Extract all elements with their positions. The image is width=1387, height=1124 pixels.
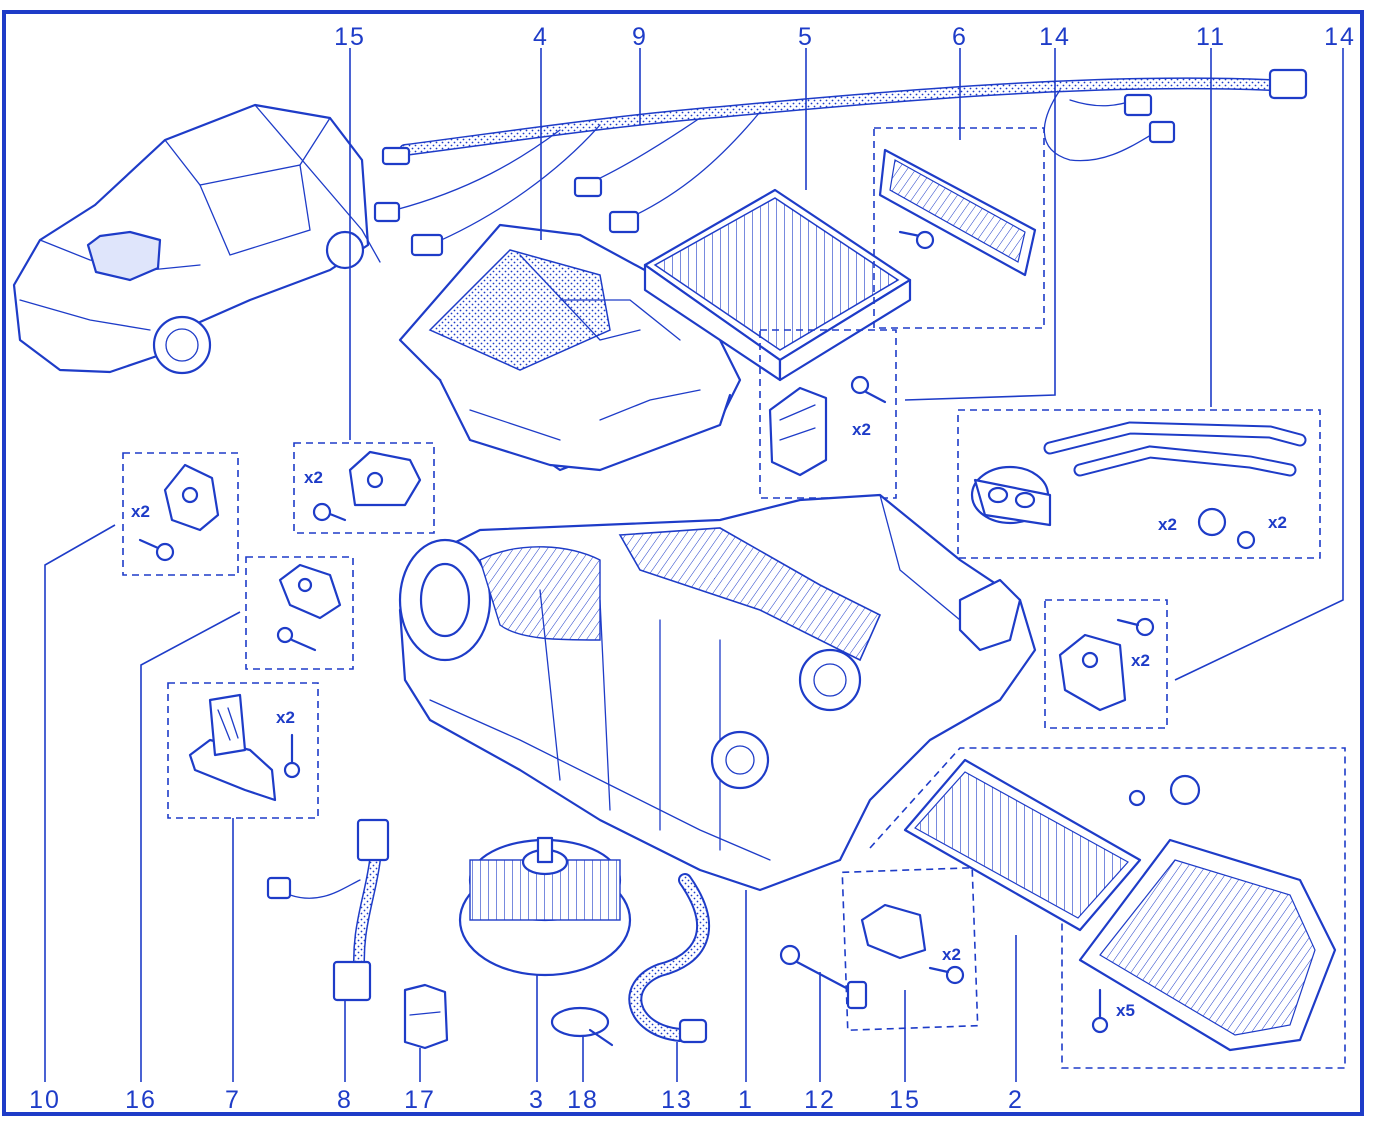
callout-16: 16 <box>125 1086 157 1114</box>
gear-icon <box>710 730 770 790</box>
heater-unit-location-highlight <box>86 230 162 282</box>
callout-14-top: 14 <box>1039 23 1071 51</box>
diagram-frame <box>2 10 1364 1116</box>
qty-part-2: x5 <box>1116 1001 1135 1020</box>
callout-1: 1 <box>738 1086 754 1114</box>
qty-part-15-bottom: x2 <box>942 945 961 964</box>
filter-cover-6 <box>873 127 1045 329</box>
quantity-labels: x2 x2 x2 x2 x2 x2 x2 x2 x5 <box>131 420 1287 1020</box>
heater-housing-1 <box>398 493 1037 892</box>
screw-icon <box>850 375 870 395</box>
leader-lines <box>44 48 1344 1082</box>
screw-icon <box>283 761 301 779</box>
callout-6: 6 <box>952 23 968 51</box>
callout-numbers-bottom: 10 16 7 8 17 3 18 13 1 12 15 2 <box>29 1086 1024 1114</box>
actuator-10 <box>122 452 239 576</box>
actuator-16 <box>245 556 354 670</box>
wiring-loom-8 <box>266 818 390 1002</box>
o-ring-icon <box>1128 789 1146 807</box>
screw-icon <box>898 230 935 250</box>
screw-icon <box>1091 1016 1109 1034</box>
car-locator-illustration <box>12 103 381 375</box>
probe-12 <box>779 944 868 1010</box>
qty-part-11-left: x2 <box>1158 515 1177 534</box>
callout-11: 11 <box>1196 23 1226 51</box>
qty-part-14-right: x2 <box>1131 651 1150 670</box>
actuator-15-top <box>293 442 435 534</box>
callout-8: 8 <box>337 1086 353 1114</box>
wiring-harness-9 <box>373 68 1308 257</box>
screw-icon <box>312 502 332 522</box>
actuator-15-bottom <box>841 866 979 1032</box>
callout-15-bottom: 15 <box>889 1086 921 1114</box>
callout-4: 4 <box>533 23 549 51</box>
callout-13: 13 <box>661 1086 693 1114</box>
screw-icon <box>1135 617 1155 637</box>
callout-5: 5 <box>798 23 814 51</box>
o-ring-icon <box>1236 530 1256 550</box>
callout-14-right: 14 <box>1324 23 1356 51</box>
callout-3: 3 <box>529 1086 545 1114</box>
qty-part-11-right: x2 <box>1268 513 1287 532</box>
temperature-sensor-18 <box>550 1006 614 1047</box>
callout-10: 10 <box>29 1086 61 1114</box>
qty-part-7: x2 <box>276 708 295 727</box>
screw-icon <box>276 626 294 644</box>
connector-17 <box>403 983 449 1050</box>
gear-icon <box>798 648 862 712</box>
screw-icon <box>155 542 175 562</box>
clip-icon <box>1169 774 1201 806</box>
callout-17: 17 <box>404 1086 436 1114</box>
callout-2: 2 <box>1008 1086 1024 1114</box>
drain-hose-13 <box>628 873 710 1044</box>
qty-part-10: x2 <box>131 502 150 521</box>
clip-icon <box>1197 507 1227 537</box>
qty-part-15-top: x2 <box>304 468 323 487</box>
callout-numbers-top: 15 4 9 5 6 14 11 14 <box>334 23 1356 51</box>
callout-18: 18 <box>567 1086 599 1114</box>
callout-7: 7 <box>225 1086 241 1114</box>
callout-9: 9 <box>632 23 648 51</box>
blower-motor-3 <box>458 836 632 977</box>
heater-matrix-kit-2 <box>869 747 1346 1069</box>
screw-icon <box>945 965 965 985</box>
blower-resistor-7 <box>167 682 319 819</box>
heater-pipes-11 <box>957 409 1321 559</box>
callout-12: 12 <box>804 1086 836 1114</box>
callout-15-top: 15 <box>334 23 366 51</box>
flap-motor-14-right <box>1044 599 1168 729</box>
qty-part-14-top: x2 <box>852 420 871 439</box>
